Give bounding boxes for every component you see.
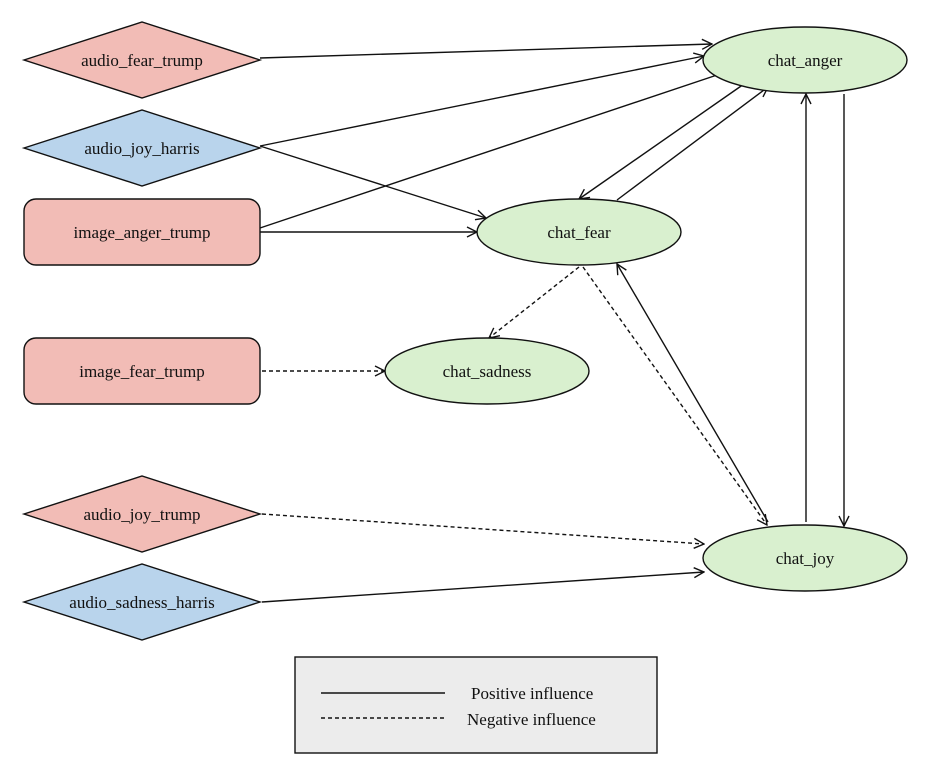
node-audio-joy-trump: audio_joy_trump: [21, 475, 263, 553]
nodes-layer: audio_fear_trump audio_joy_harris image_an…: [21, 21, 908, 641]
legend-box: [294, 656, 658, 754]
node-label: chat_joy: [776, 549, 835, 568]
rounded-rect-shape: [23, 198, 261, 266]
edges-layer: [259, 44, 844, 603]
node-chat-sadness: chat_sadness: [384, 337, 590, 405]
edge-chat-joy-to-chat-fear: [617, 264, 769, 523]
ellipse-shape: [384, 337, 590, 405]
node-chat-fear: chat_fear: [476, 198, 682, 266]
legend-positive-label: Positive influence: [471, 684, 593, 703]
edge-chat-fear-to-chat-joy: [582, 266, 767, 525]
edge-audio-joy-harris-to-chat-anger: [259, 56, 704, 147]
ellipse-shape: [476, 198, 682, 266]
diamond-shape: [21, 475, 263, 553]
node-chat-anger: chat_anger: [702, 26, 908, 94]
node-label: chat_anger: [768, 51, 843, 70]
diamond-shape: [21, 563, 263, 641]
edge-image-anger-trump-to-chat-anger: [259, 70, 732, 229]
diamond-shape: [21, 109, 263, 187]
node-label: image_anger_trump: [74, 223, 211, 242]
node-label: audio_fear_trump: [81, 51, 203, 70]
node-audio-fear-trump: audio_fear_trump: [21, 21, 263, 99]
node-audio-sadness-harris: audio_sadness_harris: [21, 563, 263, 641]
node-label: audio_joy_trump: [83, 505, 200, 524]
ellipse-shape: [702, 26, 908, 94]
rounded-rect-shape: [23, 337, 261, 405]
node-label: image_fear_trump: [79, 362, 205, 381]
legend: Positive influence Negative influence: [294, 656, 658, 754]
edge-chat-fear-to-chat-anger: [616, 87, 768, 201]
edge-audio-sadness-harris-to-chat-joy: [261, 572, 704, 603]
edge-chat-anger-to-chat-fear: [579, 83, 745, 199]
edge-audio-joy-harris-to-chat-fear: [259, 145, 486, 218]
ellipse-shape: [702, 524, 908, 592]
node-audio-joy-harris: audio_joy_harris: [21, 109, 263, 187]
node-chat-joy: chat_joy: [702, 524, 908, 592]
node-label: audio_joy_harris: [84, 139, 199, 158]
node-image-fear-trump: image_fear_trump: [23, 337, 261, 405]
diamond-shape: [21, 21, 263, 99]
edge-chat-fear-to-chat-sadness: [489, 266, 580, 338]
legend-negative-label: Negative influence: [467, 710, 596, 729]
node-image-anger-trump: image_anger_trump: [23, 198, 261, 266]
edge-audio-fear-trump-to-chat-anger: [259, 44, 712, 59]
node-label: chat_fear: [547, 223, 611, 242]
node-label: audio_sadness_harris: [69, 593, 214, 612]
node-label: chat_sadness: [443, 362, 532, 381]
edge-audio-joy-trump-to-chat-joy: [261, 513, 704, 544]
